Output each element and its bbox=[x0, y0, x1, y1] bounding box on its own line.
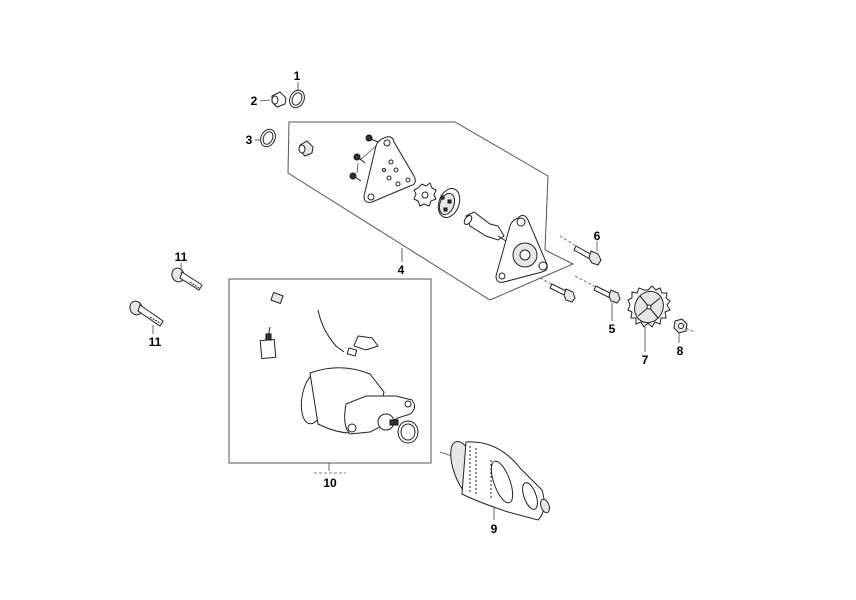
callout-4: 4 bbox=[397, 263, 405, 277]
bushing-part-2 bbox=[259, 91, 287, 108]
callout-3: 3 bbox=[245, 133, 253, 147]
kit-4-outline bbox=[287, 121, 575, 301]
bolt-part-5 bbox=[574, 275, 621, 321]
armature-shaft bbox=[463, 211, 507, 242]
callout-11-lower: 11 bbox=[148, 335, 162, 349]
kit-10-outline bbox=[228, 278, 432, 474]
callout-2: 2 bbox=[250, 94, 258, 108]
kit-bushing bbox=[298, 140, 314, 157]
nut-part-8 bbox=[673, 318, 695, 343]
bolt-part-11-lower bbox=[129, 300, 164, 334]
kit-screws bbox=[349, 134, 379, 182]
callout-10: 10 bbox=[323, 476, 337, 490]
callout-1: 1 bbox=[293, 69, 301, 83]
star-washer bbox=[413, 182, 437, 207]
starter-motor bbox=[300, 367, 419, 444]
o-ring-part-1 bbox=[289, 82, 305, 109]
brush-plate bbox=[363, 136, 416, 203]
end-cover bbox=[495, 214, 548, 283]
callout-9: 9 bbox=[490, 522, 498, 536]
starter-clutch-part-9 bbox=[439, 441, 550, 521]
bolt-part-6 bbox=[559, 235, 602, 266]
brush-holder bbox=[437, 187, 461, 219]
bolt-part-11-upper bbox=[171, 263, 203, 291]
wiring-harness bbox=[238, 285, 379, 360]
callout-7: 7 bbox=[641, 353, 649, 367]
bolt-kit-lower bbox=[539, 277, 576, 303]
callout-11-upper: 11 bbox=[174, 250, 188, 264]
callout-5: 5 bbox=[608, 322, 616, 336]
o-ring-part-3 bbox=[255, 128, 276, 148]
callout-6: 6 bbox=[593, 229, 601, 243]
sprocket-part-7 bbox=[627, 285, 671, 352]
callout-8: 8 bbox=[676, 344, 684, 358]
